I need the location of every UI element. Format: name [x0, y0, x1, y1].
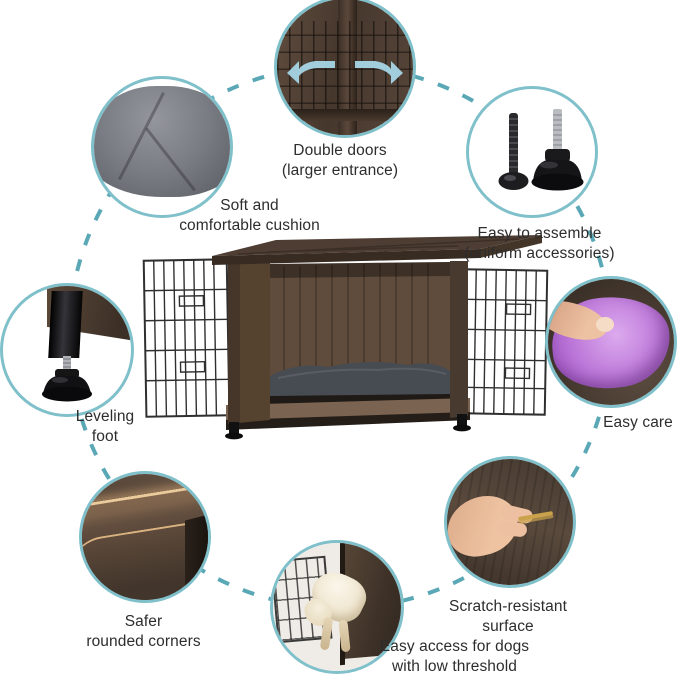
label-scratch-resistant: Scratch-resistant surface	[449, 598, 567, 636]
fingernail	[595, 316, 614, 332]
label-easy-to-assemble: Easy to assemble (uniform accessories)	[464, 225, 615, 263]
feature-circle-easy-care	[545, 276, 677, 408]
crate-cushion	[270, 361, 450, 398]
feature-circle-scratch	[444, 456, 576, 588]
feature-circle-double-doors	[274, 0, 416, 138]
label-leveling-foot: Leveling foot	[75, 408, 135, 446]
label-easy-access: Easy access for dogs with low threshold	[379, 638, 530, 674]
corner-shadow-edge	[185, 513, 208, 600]
right-post	[450, 261, 468, 418]
label-rounded-corners: Safer rounded corners	[86, 613, 201, 651]
door-sill	[277, 109, 413, 122]
arrow-right-icon	[355, 61, 403, 84]
feature-circle-corners	[79, 471, 211, 603]
leveling-foot-photo	[42, 356, 92, 402]
right-wire-door	[462, 268, 549, 416]
feature-circle-cushion	[91, 76, 233, 218]
feature-circle-dog-access	[270, 540, 404, 674]
feature-circle-leveling-foot	[0, 283, 134, 417]
crate-top	[212, 235, 542, 256]
label-easy-care: Easy care	[603, 414, 673, 431]
label-cushion: Soft and comfortable cushion	[179, 197, 320, 235]
product-photo-dog-crate	[142, 235, 549, 440]
finger	[496, 520, 529, 538]
label-double-doors: Double doors (larger entrance)	[281, 142, 399, 180]
screw-and-foot-photo	[498, 109, 584, 191]
left-wire-door	[142, 258, 231, 418]
feature-circle-assemble	[466, 86, 598, 218]
arrow-left-icon	[287, 61, 335, 84]
gray-cushion-photo	[94, 85, 230, 198]
